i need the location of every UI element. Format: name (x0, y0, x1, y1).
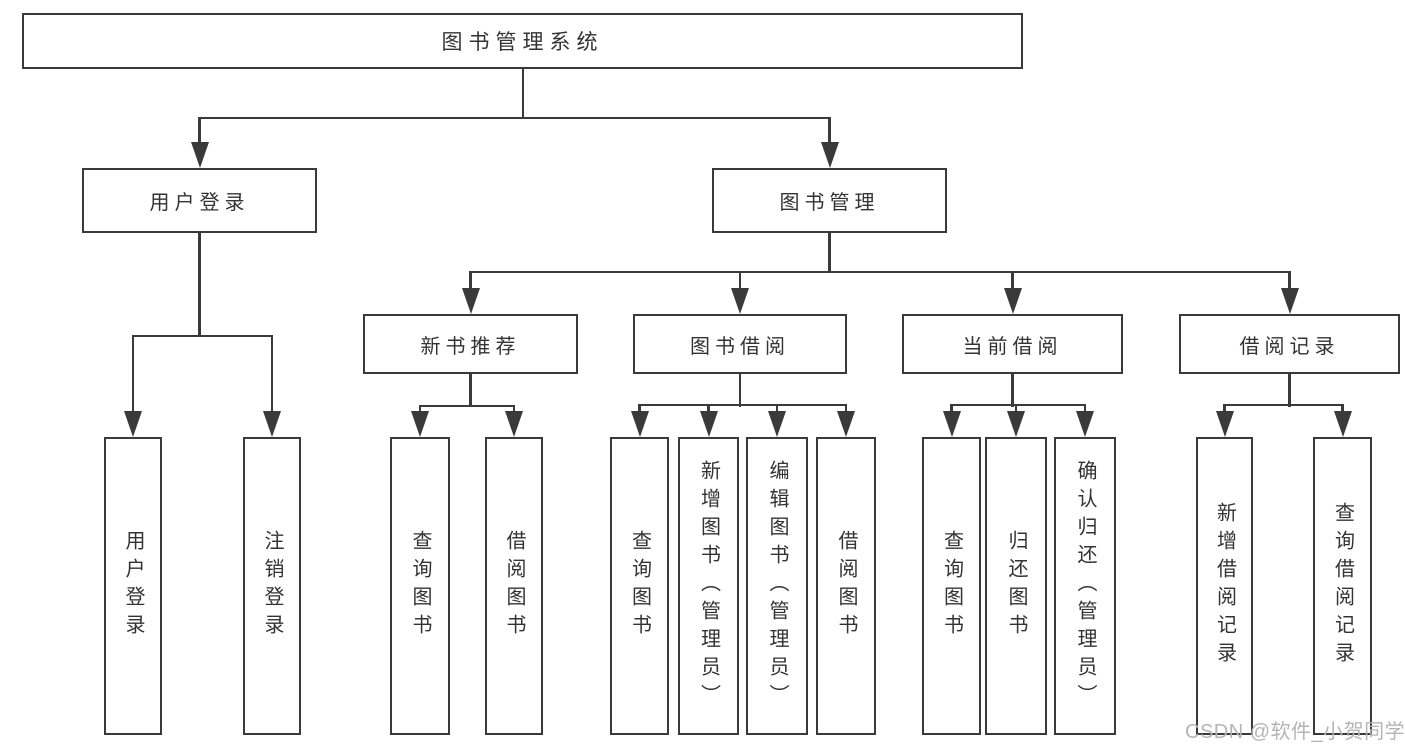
arrowhead-down (124, 411, 142, 437)
leaf-borrow-books-borrowing: 借阅图书 (816, 437, 876, 735)
connector-line (738, 271, 742, 293)
node-label: 查询图书 (409, 530, 431, 642)
leaf-logout: 注销登录 (243, 437, 301, 735)
arrowhead-down (1003, 288, 1022, 314)
arrowhead-down (942, 411, 961, 437)
arrowhead-down (837, 411, 855, 437)
arrowhead-down (1333, 411, 1352, 437)
connector-line (512, 405, 516, 415)
connector-line (638, 404, 641, 414)
leaf-return-book: 归还图书 (985, 437, 1047, 735)
connector-line (1223, 404, 1226, 414)
node-label: 查询图书 (628, 530, 651, 642)
connector-line (418, 405, 422, 415)
leaf-add-book-admin: 新增图书（管理员） (678, 437, 739, 735)
leaf-query-borrow-record: 查询借阅记录 (1313, 437, 1372, 735)
arrowhead-down (820, 142, 839, 168)
arrowhead-down (768, 411, 786, 437)
arrowhead-down (1215, 411, 1234, 437)
node-label: 用户登录 (122, 530, 144, 642)
connector-line (1011, 271, 1014, 293)
arrowhead-down (461, 288, 480, 314)
node-label: 新书推荐 (420, 335, 521, 358)
connector-line (1288, 373, 1291, 407)
connector-line (844, 404, 848, 414)
node-label: 借阅图书 (835, 530, 857, 642)
arrowhead-down (699, 411, 718, 437)
arrowhead-down (630, 411, 649, 437)
node-label: 图书管理 (779, 192, 880, 214)
node-book-borrowing: 图书借阅 (633, 314, 847, 374)
node-library-management-system: 图书管理系统 (22, 13, 1023, 69)
connector-line (775, 404, 779, 414)
connector-line (1011, 373, 1014, 407)
node-book-management: 图书管理 (712, 168, 947, 233)
connector-line (469, 271, 472, 293)
leaf-user-login: 用户登录 (104, 437, 162, 735)
node-current-borrowing: 当前借阅 (902, 314, 1123, 374)
leaf-query-books-borrowing: 查询图书 (610, 437, 669, 735)
node-borrowing-records: 借阅记录 (1179, 314, 1400, 374)
connector-line (131, 335, 135, 415)
connector-line (469, 270, 1291, 274)
connector-line (1014, 404, 1018, 414)
connector-line (418, 404, 516, 408)
leaf-query-books-recommend: 查询图书 (390, 437, 450, 735)
connector-line (707, 404, 710, 414)
node-label: 归还图书 (1005, 530, 1027, 642)
node-label: 借阅图书 (503, 530, 525, 642)
node-label: 查询借阅记录 (1331, 502, 1354, 670)
leaf-add-borrow-record: 新增借阅记录 (1196, 437, 1253, 735)
node-label: 新增图书（管理员） (697, 460, 720, 712)
node-label: 图书管理系统 (441, 31, 604, 54)
arrowhead-down (1076, 411, 1094, 437)
leaf-edit-book-admin: 编辑图书（管理员） (746, 437, 808, 735)
connector-line (738, 373, 742, 407)
node-new-book-recommend: 新书推荐 (363, 314, 578, 374)
node-label: 用户登录 (149, 192, 250, 214)
leaf-borrow-books-recommend: 借阅图书 (485, 437, 543, 735)
connector-line (131, 334, 274, 338)
connector-line (828, 232, 831, 273)
csdn-watermark: CSDN @软件_小贺同学 (1185, 721, 1405, 743)
connector-line (638, 403, 848, 407)
node-label: 借阅记录 (1239, 335, 1340, 358)
connector-line (1083, 404, 1087, 414)
leaf-query-books-current: 查询图书 (922, 437, 981, 735)
connector-line (198, 116, 831, 120)
connector-line (950, 404, 953, 414)
arrowhead-down (411, 411, 429, 437)
node-label: 新增借阅记录 (1213, 502, 1236, 670)
connector-line (1223, 403, 1344, 407)
arrowhead-down (263, 411, 281, 437)
arrowhead-down (1007, 411, 1025, 437)
node-label: 编辑图书（管理员） (766, 460, 788, 712)
connector-line (950, 403, 1087, 407)
connector-line (1341, 404, 1344, 414)
node-label: 查询图书 (940, 530, 963, 642)
connector-line (1288, 271, 1291, 293)
arrowhead-down (731, 288, 749, 314)
connector-line (469, 373, 472, 407)
node-label: 确认归还（管理员） (1074, 460, 1096, 712)
node-label: 图书借阅 (690, 335, 790, 358)
arrowhead-down (190, 142, 209, 168)
arrowhead-down (505, 411, 523, 437)
connector-line (198, 117, 201, 147)
connector-line (828, 117, 831, 147)
connector-line (521, 68, 525, 119)
node-label: 当前借阅 (962, 335, 1063, 358)
arrowhead-down (1280, 288, 1299, 314)
connector-line (270, 335, 274, 415)
leaf-confirm-return-admin: 确认归还（管理员） (1054, 437, 1116, 735)
connector-line (198, 232, 201, 337)
node-user-login: 用户登录 (82, 168, 317, 233)
node-label: 注销登录 (261, 530, 283, 642)
